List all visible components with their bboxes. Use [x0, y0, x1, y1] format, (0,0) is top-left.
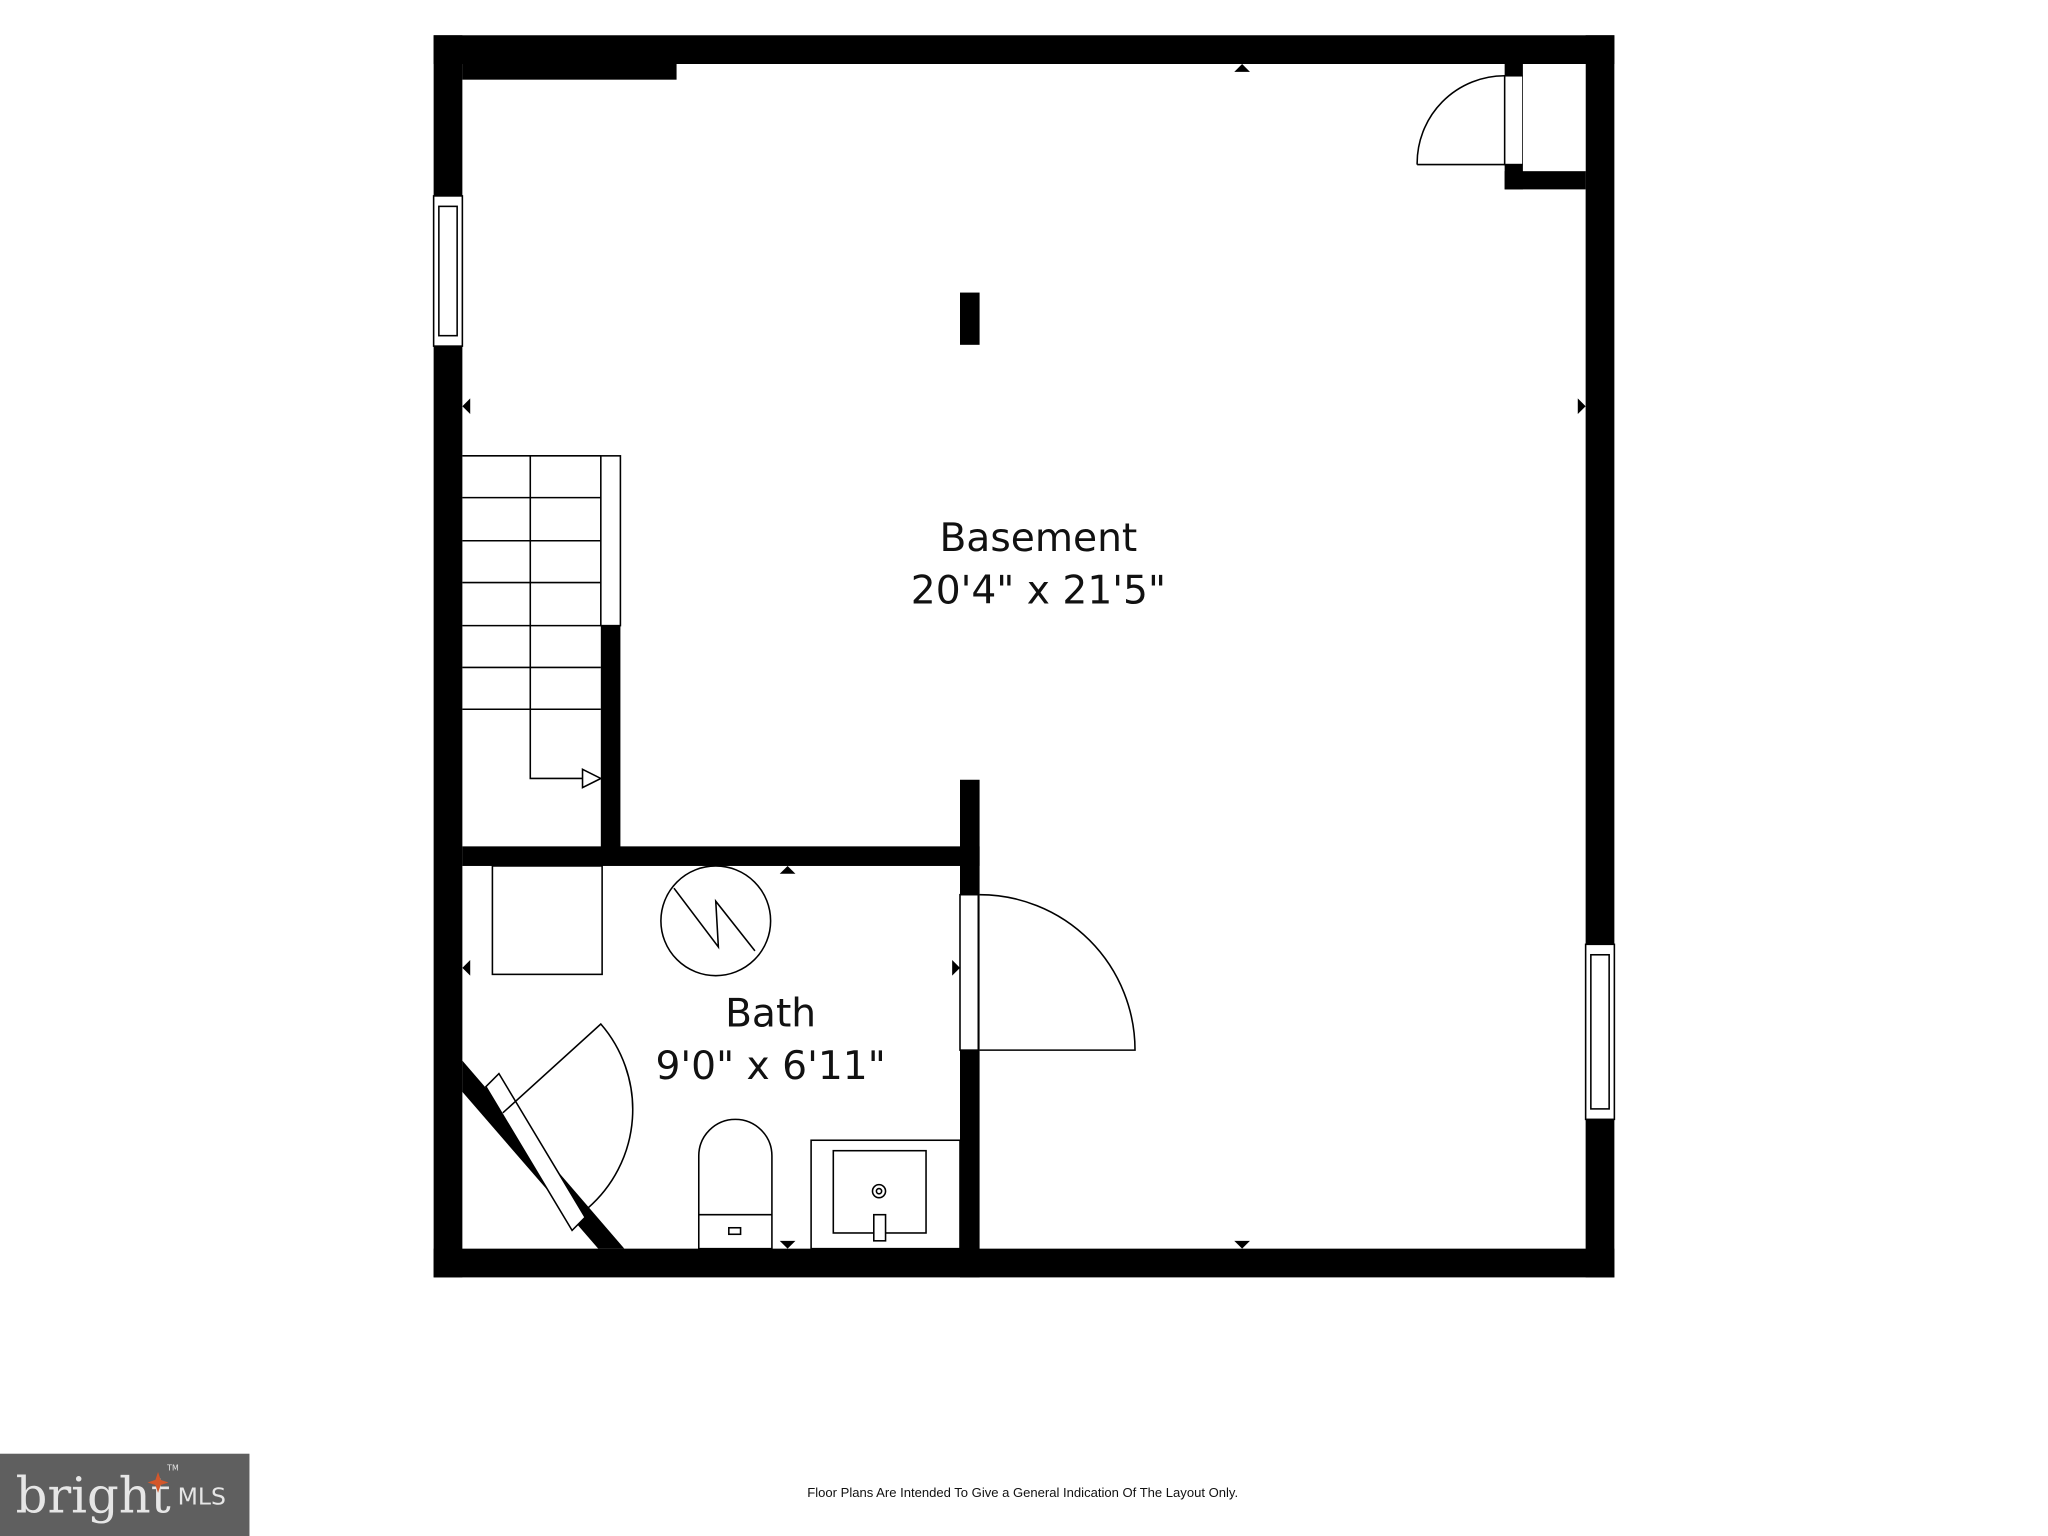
logo-tm: TM: [166, 1464, 179, 1473]
logo-text: bright: [16, 1466, 171, 1524]
bright-mls-logo: bright MLS TM: [0, 1453, 250, 1536]
bath-door: [959, 893, 980, 1051]
room-dimensions-bath: 9'0" x 6'11": [655, 1044, 885, 1089]
water-heater: [660, 865, 772, 977]
walls: [433, 35, 1615, 1278]
closet-door: [1503, 74, 1524, 166]
window-left: [432, 195, 464, 347]
stair-rail: [600, 455, 622, 627]
room-dimensions-basement: 20'4" x 21'5": [911, 568, 1166, 613]
star-icon: [147, 1472, 169, 1493]
logo-suffix: MLS: [178, 1483, 226, 1511]
stairs: [462, 455, 603, 789]
toilet: [697, 1118, 773, 1250]
disclaimer: Floor Plans Are Intended To Give a Gener…: [807, 1485, 1238, 1500]
room-name-basement: Basement: [939, 516, 1137, 561]
shower: [491, 865, 603, 976]
post: [960, 292, 980, 345]
markers: [462, 64, 1586, 1249]
window-right: [1584, 943, 1616, 1121]
diagonal-door: [484, 1072, 587, 1232]
room-name-bath: Bath: [725, 992, 816, 1037]
